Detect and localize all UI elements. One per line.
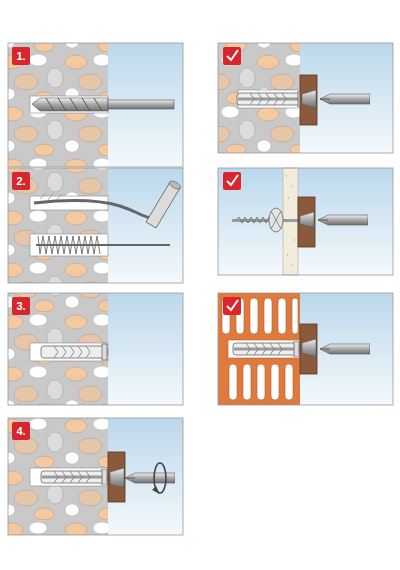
step-panel xyxy=(8,43,183,167)
wood-board xyxy=(108,452,125,502)
step-panel xyxy=(8,293,183,405)
drill-hole xyxy=(30,96,108,113)
screwdriver-bit xyxy=(320,94,370,104)
step-number: 3. xyxy=(16,301,25,312)
drill-spiral xyxy=(46,98,102,111)
step-number: 2. xyxy=(16,176,25,187)
wall-plug xyxy=(237,91,306,107)
check-mark xyxy=(227,175,238,185)
screw-head xyxy=(300,212,314,228)
rotation-arrowhead xyxy=(152,486,160,494)
check-mark xyxy=(227,50,238,60)
stone-wall xyxy=(8,293,108,405)
dust-lines xyxy=(40,193,62,200)
panel-border xyxy=(8,168,183,283)
result-panel xyxy=(218,293,393,405)
panel-border xyxy=(218,293,393,405)
wall-plug xyxy=(233,341,302,357)
blow-pump-end xyxy=(168,179,181,190)
drill-shank xyxy=(108,100,174,109)
check-mark xyxy=(227,300,238,310)
screwdriver-bit xyxy=(318,215,368,225)
blow-pump xyxy=(146,182,180,228)
wood-board xyxy=(300,75,317,125)
screwdriver-bit xyxy=(320,344,370,354)
step-badge: 4. xyxy=(12,422,30,440)
drill-bit xyxy=(32,98,108,111)
wall-plug xyxy=(41,469,110,485)
wood-board xyxy=(300,324,317,374)
plug-knot-lines xyxy=(271,211,281,229)
step-number: 4. xyxy=(16,426,25,437)
panel-border xyxy=(8,43,183,167)
brush-wire xyxy=(36,244,170,246)
result-panel xyxy=(218,43,393,153)
panel-border xyxy=(8,293,183,405)
panel-border xyxy=(218,168,393,275)
panel-ground xyxy=(8,43,183,167)
panel-ground xyxy=(218,168,393,275)
stone-wall xyxy=(8,43,108,167)
check-badge xyxy=(223,172,241,190)
wall-plug xyxy=(41,344,107,360)
stone-wall xyxy=(8,168,108,283)
step-badge: 2. xyxy=(12,172,30,190)
panel-ground xyxy=(218,43,393,153)
step-badge: 3. xyxy=(12,297,30,315)
panel-ground xyxy=(218,293,393,405)
screw-head xyxy=(302,339,316,357)
step-badge: 1. xyxy=(12,47,30,65)
panel-border xyxy=(218,43,393,153)
panel-ground xyxy=(8,168,183,283)
step-panel xyxy=(8,418,183,535)
blow-pump-tube xyxy=(34,201,150,218)
check-badge xyxy=(223,47,241,65)
panel-border xyxy=(8,418,183,535)
check-badge xyxy=(223,297,241,315)
panel-ground xyxy=(8,293,183,405)
step-number: 1. xyxy=(16,51,25,62)
panel-ground xyxy=(8,418,183,535)
screw-head xyxy=(302,90,316,108)
screw-head xyxy=(110,468,124,488)
plug-knot xyxy=(269,208,283,232)
result-panel xyxy=(218,168,393,275)
drill-hole xyxy=(30,343,108,361)
screwdriver-bit xyxy=(125,473,175,483)
wood-board xyxy=(298,197,315,247)
step-panel xyxy=(8,168,183,283)
